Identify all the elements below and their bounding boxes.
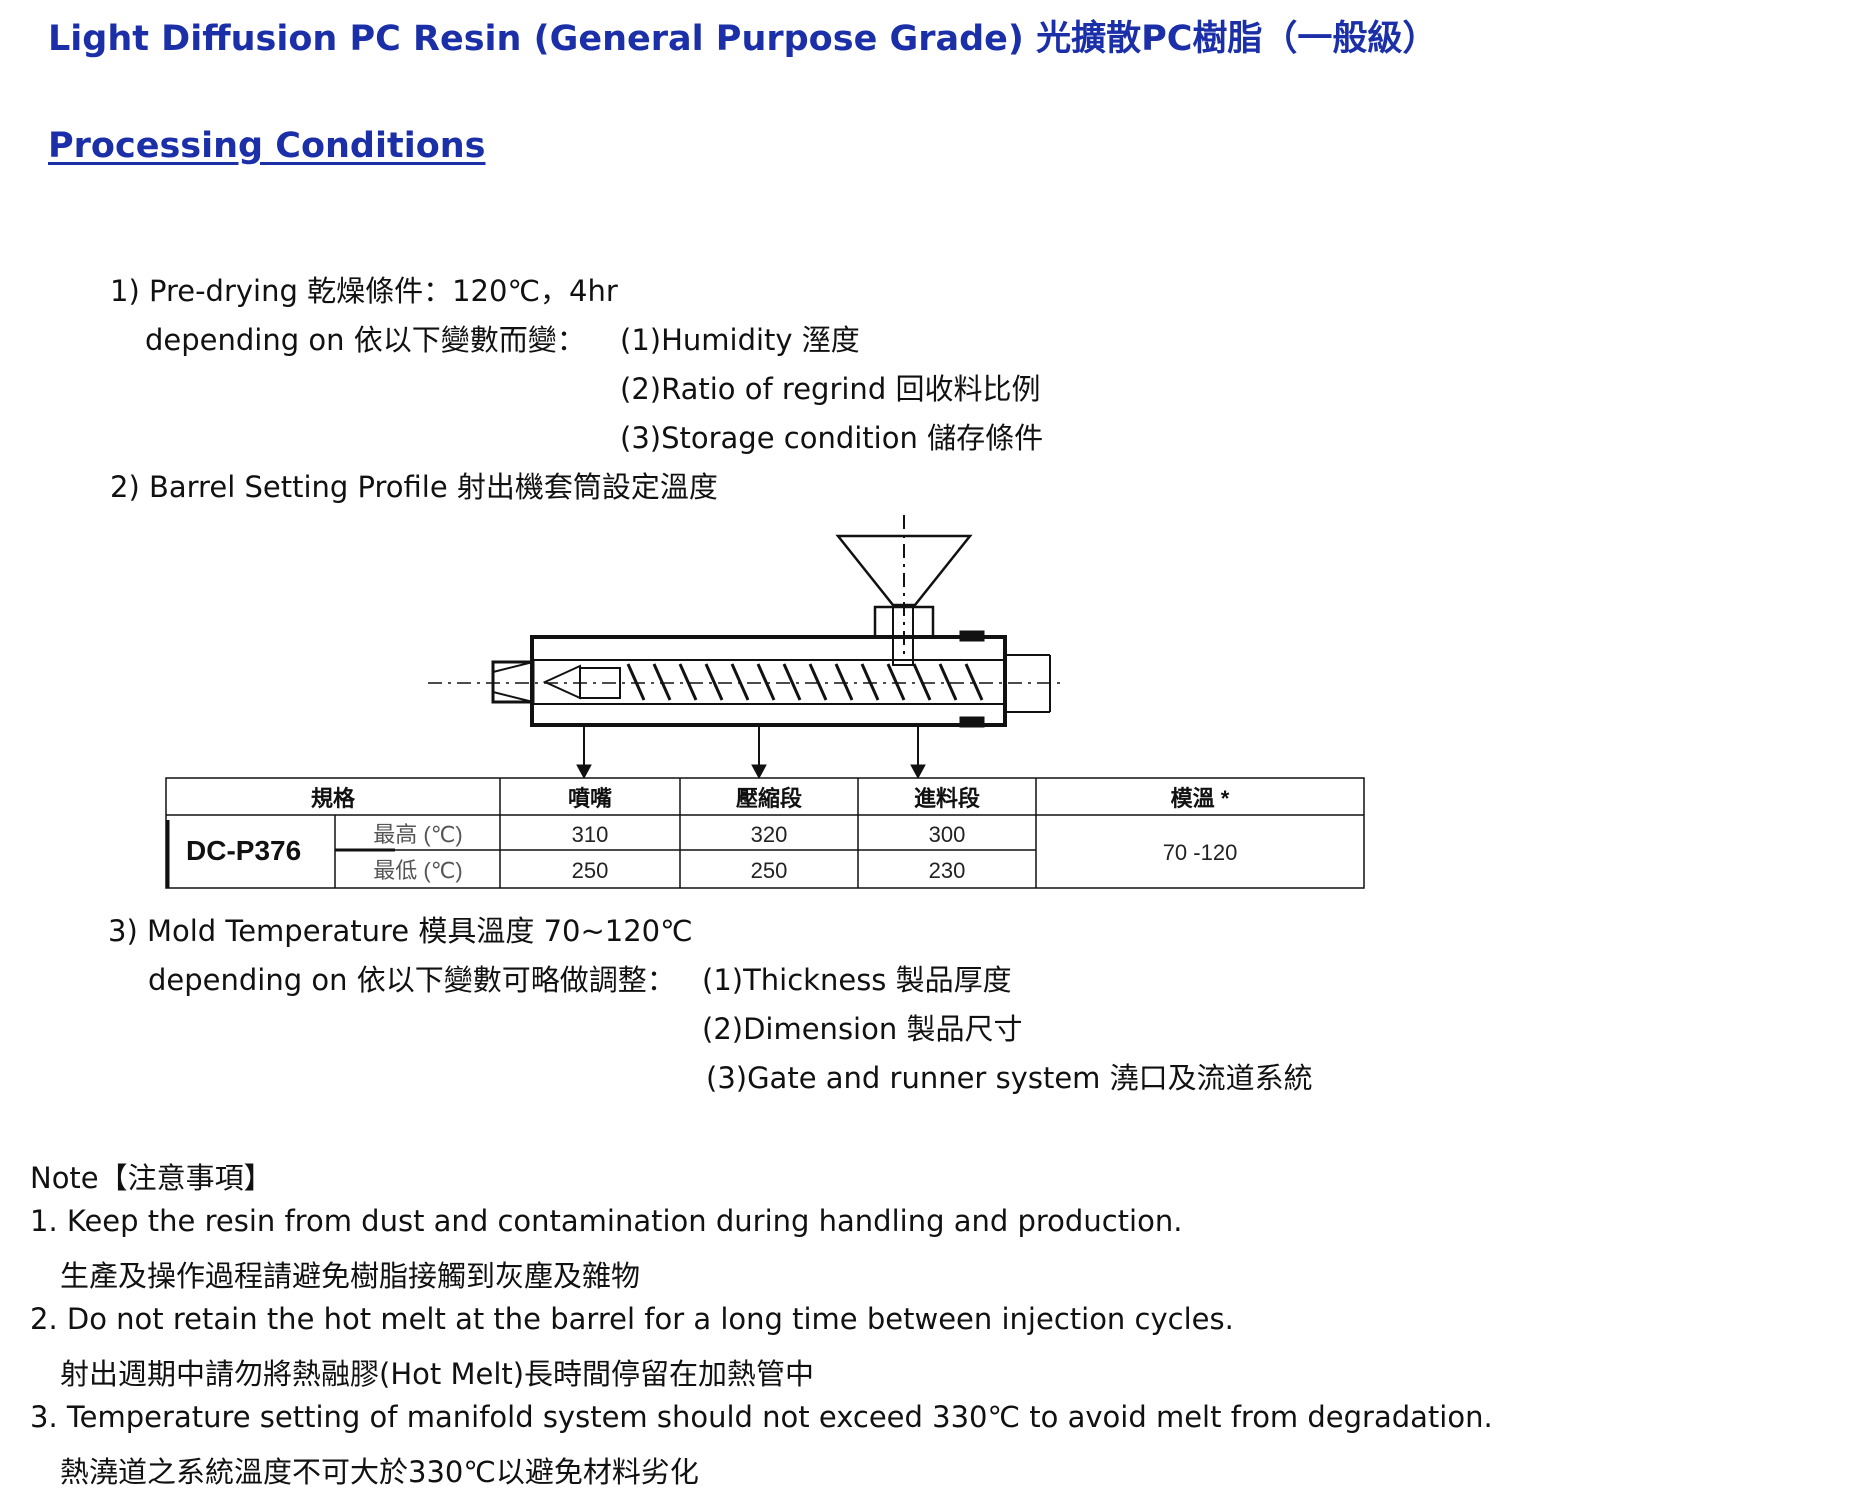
table-header: 進料段 xyxy=(914,786,980,811)
mold-temp-cell: 70 -120 xyxy=(1163,840,1238,865)
table-cell: 250 xyxy=(751,858,788,883)
section-heading: Processing Conditions xyxy=(48,126,486,166)
table-cell: 320 xyxy=(751,822,788,847)
screw-flight xyxy=(652,663,672,701)
note-zh: 熱澆道之系統溫度不可大於330℃以避免材料劣化 xyxy=(60,1455,699,1489)
mold-item: (3)Gate and runner system 澆口及流道系統 xyxy=(706,1061,1313,1095)
predrying-depending: depending on 依以下變數而變： xyxy=(145,323,586,357)
min-label: 最低 (℃) xyxy=(373,858,462,883)
notes-heading: Note【注意事項】 xyxy=(30,1161,273,1195)
table-header: 規格 xyxy=(311,786,356,811)
max-label: 最高 (℃) xyxy=(373,822,462,847)
screw-flight xyxy=(860,663,880,701)
screw-flight xyxy=(808,663,828,701)
table-cell: 310 xyxy=(572,822,609,847)
screw-flight xyxy=(678,663,698,701)
table-cell: 300 xyxy=(929,822,966,847)
screw-flight xyxy=(626,663,646,701)
note-zh: 生產及操作過程請避免樹脂接觸到灰塵及雜物 xyxy=(60,1259,641,1293)
predrying-item: (1)Humidity 溼度 xyxy=(620,323,860,357)
barrel-heading: 2) Barrel Setting Profile 射出機套筒設定溫度 xyxy=(110,470,718,504)
table-header: 模溫 * xyxy=(1171,786,1230,811)
screw-flight xyxy=(912,663,932,701)
screw-flight xyxy=(964,663,984,701)
note-en: 2. Do not retain the hot melt at the bar… xyxy=(30,1302,1234,1336)
note-en: 1. Keep the resin from dust and contamin… xyxy=(30,1204,1183,1238)
note-en: 3. Temperature setting of manifold syste… xyxy=(30,1400,1493,1434)
mold-item: (2)Dimension 製品尺寸 xyxy=(702,1012,1023,1046)
predrying-item: (2)Ratio of regrind 回收料比例 xyxy=(620,372,1041,406)
screw-flight xyxy=(886,663,906,701)
mold-line: 3) Mold Temperature 模具溫度 70~120℃ xyxy=(108,914,693,948)
mold-depending: depending on 依以下變數可略做調整： xyxy=(148,963,676,997)
screw-flight xyxy=(782,663,802,701)
grade-label: DC-P376 xyxy=(186,835,301,866)
screw-flight xyxy=(938,663,958,701)
mold-item: (1)Thickness 製品厚度 xyxy=(702,963,1012,997)
note-zh: 射出週期中請勿將熱融膠(Hot Melt)長時間停留在加熱管中 xyxy=(60,1357,815,1391)
predrying-line: 1) Pre-drying 乾燥條件：120℃，4hr xyxy=(110,274,618,308)
screw-flight xyxy=(834,663,854,701)
screw-flight xyxy=(704,663,724,701)
table-cell: 250 xyxy=(572,858,609,883)
table-header: 噴嘴 xyxy=(568,786,612,811)
predrying-item: (3)Storage condition 儲存條件 xyxy=(620,421,1044,455)
table-cell: 230 xyxy=(929,858,966,883)
screw-flight xyxy=(730,663,750,701)
table-header: 壓縮段 xyxy=(736,786,802,811)
document-title: Light Diffusion PC Resin (General Purpos… xyxy=(48,19,1438,59)
screw-flight xyxy=(756,663,776,701)
